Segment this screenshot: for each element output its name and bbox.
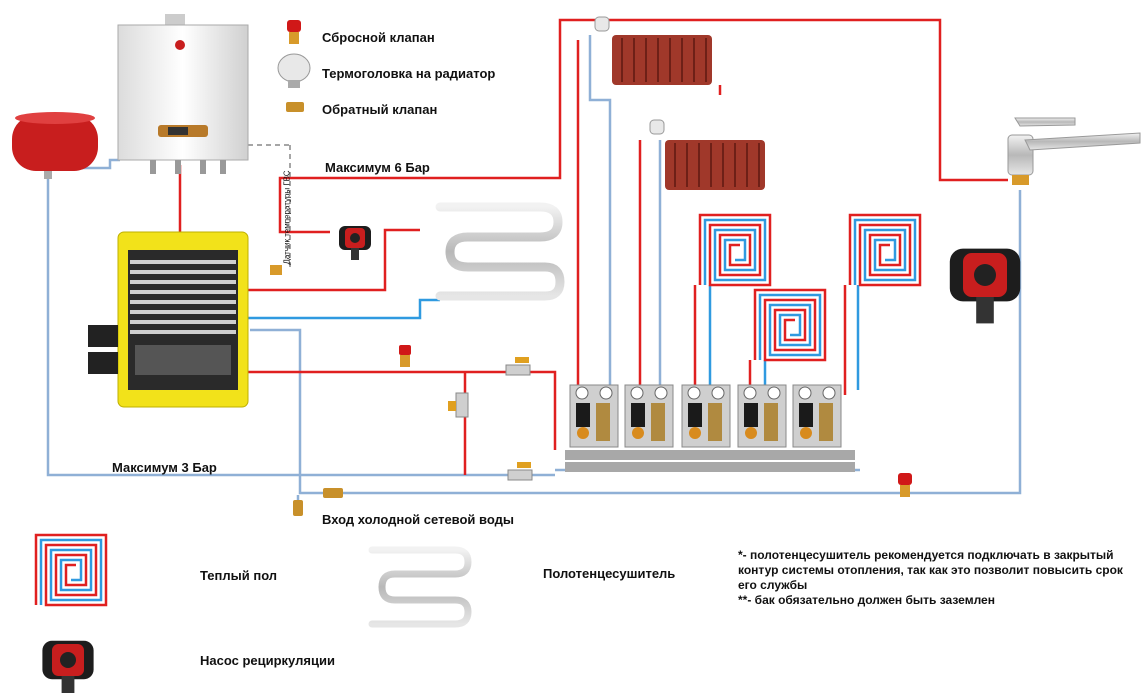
legend-thermo-head-icon: [277, 53, 311, 88]
footnote-grounding: **- бак обязательно должен быть заземлен: [738, 593, 995, 607]
thermo-head-icon: [594, 16, 665, 135]
expansion-tank-icon: [12, 112, 98, 179]
hot-pipes: [178, 18, 1008, 475]
recirc-pump-legend-label: Насос рециркуляции: [200, 653, 335, 668]
pump-group-manifold: [565, 384, 855, 472]
sensor-fitting-icon: [270, 265, 282, 275]
ball-valve-icon: [448, 392, 469, 418]
relief-valve-icon: [898, 473, 912, 497]
ball-valve-icon: [507, 462, 533, 481]
ball-valve-icon: [505, 357, 531, 376]
legend-relief-valve-label: Сбросной клапан: [322, 30, 435, 45]
footnotes: *- полотенцесушитель рекомендуется подкл…: [738, 548, 1143, 608]
warm-floor-legend-label: Теплый пол: [200, 568, 278, 583]
towel-dryer-legend-label: Полотенцесушитель: [543, 566, 676, 581]
max-6-bar-label: Максимум 6 Бар: [325, 160, 430, 175]
radiator-icon: [664, 139, 766, 191]
warm-floor-loop-icon: [848, 213, 922, 287]
gas-boiler-icon: [117, 14, 249, 174]
sensor-label: Датчик температуры ГВС: [282, 170, 292, 265]
cold-water-inlet-label: Вход холодной сетевой воды: [322, 512, 514, 527]
towel-pump-icon: [339, 226, 371, 260]
towel-dryer-icon: [435, 202, 565, 301]
check-valve-icon: [293, 500, 303, 516]
footnote-towel-dryer: *- полотенцесушитель рекомендуется подкл…: [738, 548, 1123, 592]
legend-towel-dryer-icon: [368, 546, 472, 628]
warm-floor-loop-icon: [753, 288, 827, 362]
relief-valve-icon: [399, 345, 411, 367]
warm-floor-loop-icon: [698, 213, 772, 287]
max-3-bar-label: Максимум 3 Бар: [112, 460, 217, 475]
boiler-tank-icon: [88, 231, 249, 408]
legend-check-valve-label: Обратный клапан: [322, 102, 438, 117]
legend-thermo-head-label: Термоголовка на радиатор: [322, 66, 496, 81]
legend-check-valve-icon: [286, 102, 304, 112]
check-valve-icon: [323, 488, 343, 498]
legend-relief-valve-icon: [287, 20, 301, 44]
legend-recirc-pump-icon: [42, 640, 94, 693]
radiator-icon: [611, 34, 713, 86]
legend-warm-floor-icon: [34, 533, 108, 607]
recirc-pump-icon: [949, 248, 1021, 324]
faucet-icon: [1007, 117, 1141, 185]
